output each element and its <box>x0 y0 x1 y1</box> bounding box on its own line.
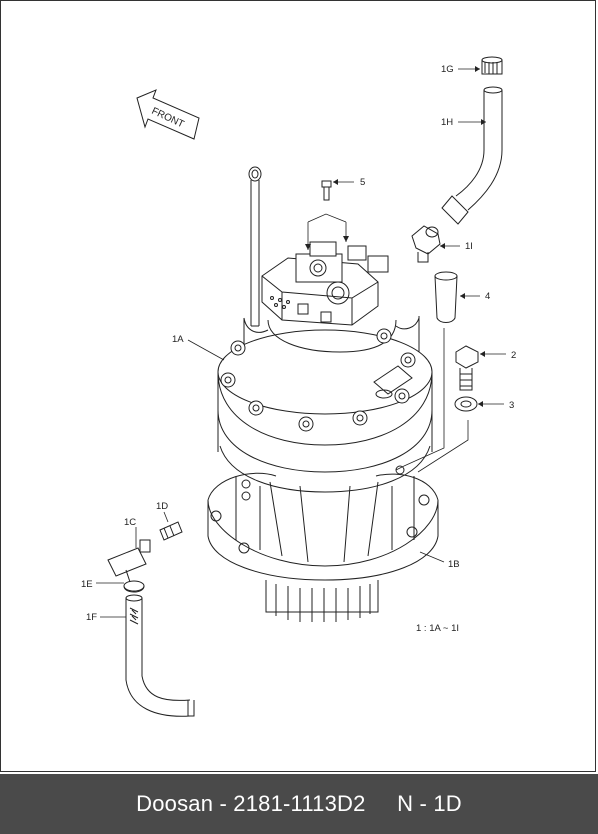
callout-4: 4 <box>485 291 490 302</box>
pin-part-4 <box>434 271 458 323</box>
caption-bar: Doosan - 2181-1113D2 N - 1D <box>0 774 598 834</box>
part-number-caption: Doosan - 2181-1113D2 N - 1D <box>136 791 462 816</box>
callout-1a: 1A <box>172 334 184 345</box>
parts-diagram-area <box>0 0 596 772</box>
callout-1g: 1G <box>441 64 454 75</box>
clamp-part-1e <box>123 580 145 593</box>
swing-motor-exploded-diagram: FRONT <box>81 56 516 717</box>
leader-arrowheads <box>305 66 486 407</box>
range-note: 1 : 1A ~ 1I <box>416 623 459 634</box>
callout-1e: 1E <box>81 579 93 590</box>
washer-part-3 <box>454 396 478 412</box>
hose-part-1f <box>125 594 195 717</box>
callout-5: 5 <box>360 177 365 188</box>
callout-1h: 1H <box>441 117 453 128</box>
level-gauge <box>248 166 262 327</box>
leader-lines <box>96 68 506 618</box>
pinion-gear <box>265 580 379 622</box>
elbow-fitting-1i <box>411 225 441 263</box>
callout-3: 3 <box>509 400 514 411</box>
callout-2: 2 <box>511 350 516 361</box>
callout-1f: 1F <box>86 612 97 623</box>
callout-1i: 1I <box>465 241 473 252</box>
control-valve-block <box>261 241 389 326</box>
cap-part-1g <box>481 56 503 75</box>
valve-part-1c <box>107 539 151 583</box>
motor-upper-housing <box>217 316 433 493</box>
callout-1b: 1B <box>448 559 460 570</box>
hose-part-1h <box>441 86 503 225</box>
nipple-part-1d <box>159 521 183 541</box>
bolt-part-2 <box>455 345 479 391</box>
bolt-part-5 <box>321 180 332 201</box>
callout-1c: 1C <box>124 517 136 528</box>
callout-1d: 1D <box>156 501 168 512</box>
front-arrow: FRONT <box>136 89 200 140</box>
gear-housing-1b <box>207 465 439 581</box>
housing-bolts <box>220 328 416 432</box>
